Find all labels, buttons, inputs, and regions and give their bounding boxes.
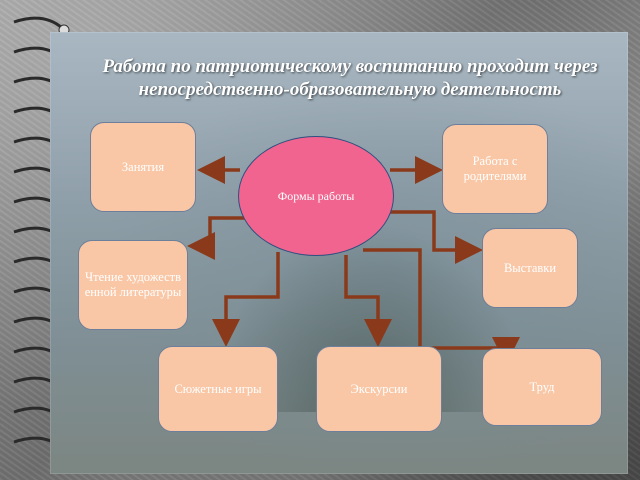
node-trud: Труд xyxy=(482,348,602,426)
arrow-to-vystavki xyxy=(385,210,483,264)
arrow-to-chtenie xyxy=(187,216,246,260)
node-chtenie: Чтение художественной литературы xyxy=(78,240,188,330)
center-node-label: Формы работы xyxy=(277,188,355,203)
node-ekskursii-label: Экскурсии xyxy=(350,381,408,396)
slide-title: Работа по патриотическому воспитанию про… xyxy=(102,56,598,100)
node-zanyatiya-label: Занятия xyxy=(121,159,165,174)
node-zanyatiya: Занятия xyxy=(90,122,196,212)
node-chtenie-label: Чтение художественной литературы xyxy=(84,270,182,299)
node-syuzhetnye-label: Сюжетные игры xyxy=(174,381,262,396)
center-node-formy-raboty: Формы работы xyxy=(238,136,394,256)
node-ekskursii: Экскурсии xyxy=(316,346,442,432)
arrow-to-syuzhetnye xyxy=(212,252,280,347)
node-syuzhetnye: Сюжетные игры xyxy=(158,346,278,432)
node-trud-label: Труд xyxy=(529,379,555,394)
node-roditeli-label: Работа с родителями xyxy=(463,154,527,183)
arrow-to-ekskursii xyxy=(344,255,392,347)
node-roditeli: Работа с родителями xyxy=(442,124,548,214)
node-vystavki-label: Выставки xyxy=(503,260,557,275)
node-vystavki: Выставки xyxy=(482,228,578,308)
